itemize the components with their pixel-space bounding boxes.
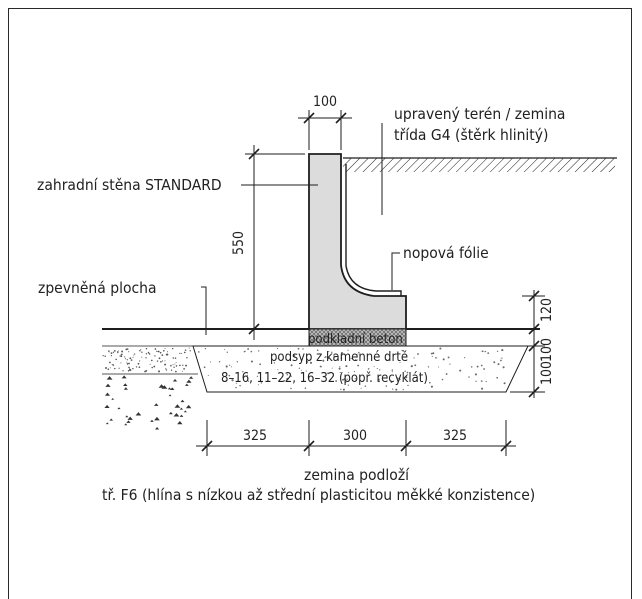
dim-wall-height: 550 xyxy=(231,231,247,255)
dim-right-top: 120 xyxy=(539,298,555,322)
gravel-bed xyxy=(192,345,529,393)
base-concrete-label: podkladní beton xyxy=(308,332,403,347)
base-concrete xyxy=(308,328,407,347)
garden-wall xyxy=(308,153,407,330)
dimple-membrane xyxy=(345,164,402,296)
terrain-label-line1: upravený terén / zemina xyxy=(394,105,565,123)
paved-area-label: zpevněná plocha xyxy=(38,279,157,297)
dim-bottom-right: 325 xyxy=(443,428,467,444)
dimension-lines xyxy=(196,110,545,456)
dim-right-bottom: 100 xyxy=(539,361,555,385)
dim-wall-top-width: 100 xyxy=(313,94,337,110)
dim-bottom-center: 300 xyxy=(343,428,367,444)
terrain-label-line2: třída G4 (štěrk hlinitý) xyxy=(394,126,548,144)
dim-bottom-left: 325 xyxy=(243,428,267,444)
subsoil-label-line2: tř. F6 (hlína s nízkou až střední plasti… xyxy=(102,486,535,504)
gravel-label-line1: podsyp z kamenné drtě xyxy=(270,350,408,365)
dim-right-mid: 100 xyxy=(539,338,555,362)
leader-lines xyxy=(201,123,400,335)
subsoil-label-line1: zemina podloží xyxy=(304,466,410,484)
gravel-label-line2: 8–16, 11–22, 16–32 (popř. recyklát) xyxy=(221,371,428,386)
wall-label: zahradní stěna STANDARD xyxy=(37,176,222,194)
subsoil-texture xyxy=(102,345,198,430)
membrane-label: nopová fólie xyxy=(403,244,489,262)
terrain-hatch xyxy=(343,157,617,172)
